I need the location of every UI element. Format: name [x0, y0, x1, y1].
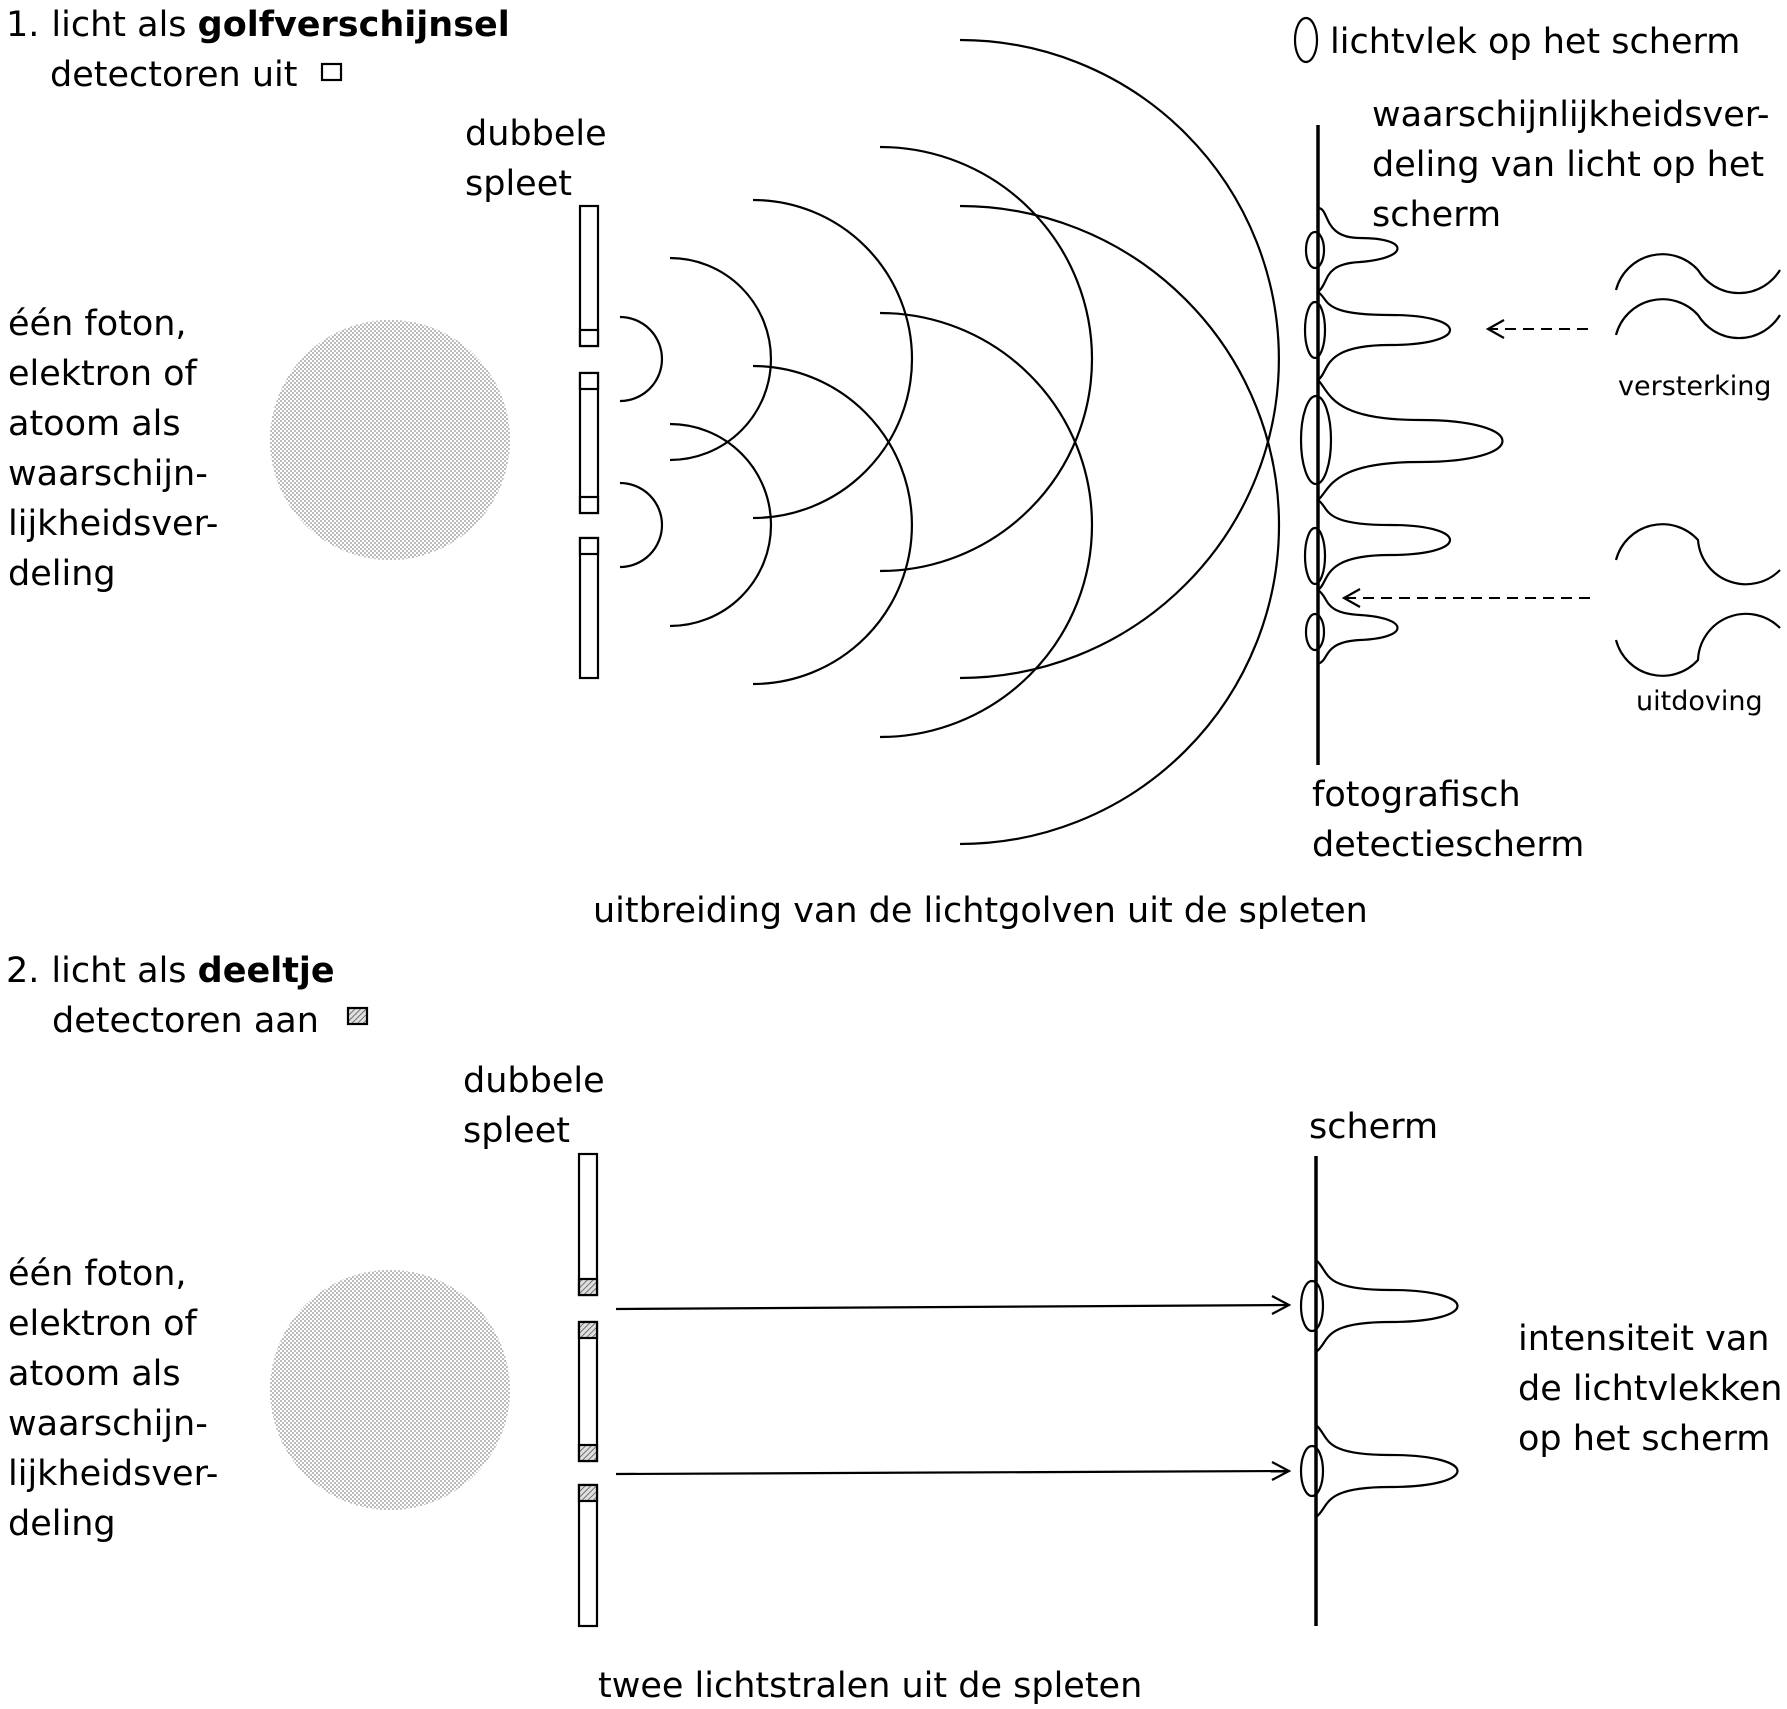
distribution-label: scherm: [1372, 195, 1501, 235]
detector-off-icon: [578, 536, 600, 556]
extinction-indicator: uitdoving: [1341, 523, 1781, 717]
section1-caption: uitbreiding van de lichtgolven uit de sp…: [593, 891, 1368, 931]
section2-detectors-label: detectoren aan: [52, 1001, 319, 1041]
detector-on-icon: [577, 1320, 599, 1340]
slit-wall: [577, 1152, 599, 1297]
section1-detectors-label: detectoren uit: [50, 55, 297, 95]
amplification-label: versterking: [1618, 371, 1771, 402]
source-line: elektron of: [8, 354, 198, 394]
section1-title-bold: golfverschijnsel: [198, 5, 510, 45]
section1-source-label: één foton, elektron of atoom als waarsch…: [8, 304, 218, 594]
source-line: één foton,: [8, 1254, 187, 1294]
light-spot-icon: [1293, 16, 1319, 64]
detector-off-icon: [578, 495, 600, 515]
extinction-label: uitdoving: [1636, 686, 1763, 717]
source-line: één foton,: [8, 304, 187, 344]
section1-heading: 1. licht als golfverschijnsel: [6, 5, 510, 45]
slit-wall: [578, 536, 600, 680]
arrow-icon: [1271, 1461, 1292, 1481]
probability-cloud: [270, 1270, 510, 1510]
source-line: atoom als: [8, 404, 181, 444]
double-slit: [578, 204, 600, 680]
distribution-label: deling van licht op het: [1372, 145, 1764, 185]
section2-source-label: één foton, elektron of atoom als waarsch…: [8, 1254, 218, 1544]
light-spot-icon: [1299, 1444, 1325, 1498]
light-spot-icon: [1304, 612, 1326, 652]
source-line: atoom als: [8, 1354, 181, 1394]
source-line: lijkheidsver-: [8, 504, 218, 544]
arrow-icon: [1271, 1295, 1292, 1315]
section2-title-bold: deeltje: [198, 951, 335, 991]
slit-label: spleet: [463, 1111, 570, 1151]
double-slit: [577, 1152, 599, 1628]
detector-off-icon: [578, 328, 600, 348]
source-line: waarschijn-: [8, 1404, 208, 1444]
ray: [615, 1469, 1289, 1476]
intensity-profile: [1315, 1259, 1459, 1518]
detector-off-icon: [578, 371, 600, 391]
section2-heading: 2. licht als deeltje: [6, 951, 335, 991]
detector-on-icon: [577, 1277, 599, 1297]
section2-number: 2.: [6, 951, 39, 991]
intensity-label: op het scherm: [1518, 1419, 1770, 1459]
screen-label: fotografisch: [1312, 775, 1521, 815]
wavefronts-slit-1: [619, 38, 1281, 680]
screen-label: detectiescherm: [1312, 825, 1584, 865]
light-spot-icon: [1299, 1279, 1325, 1333]
section2-title-prefix: licht als: [51, 951, 197, 991]
detector-on-icon: [577, 1483, 599, 1503]
detector-on-icon: [346, 1006, 369, 1026]
section1-number: 1.: [6, 5, 39, 45]
light-spot-icon: [1299, 394, 1333, 486]
distribution-label: waarschijnlijkheidsver-: [1372, 95, 1770, 135]
section2-caption: twee lichtstralen uit de spleten: [598, 1666, 1142, 1706]
intensity-label: de lichtvlekken: [1518, 1369, 1782, 1409]
source-line: deling: [8, 554, 116, 594]
section1-title-prefix: licht als: [51, 5, 197, 45]
light-spot-icon: [1303, 526, 1327, 586]
probability-distribution: [1316, 206, 1504, 666]
slit-wall: [577, 1483, 599, 1628]
screen-label: scherm: [1309, 1107, 1438, 1147]
intensity-label: intensiteit van: [1518, 1319, 1769, 1359]
source-line: waarschijn-: [8, 454, 208, 494]
source-line: elektron of: [8, 1304, 198, 1344]
wavefronts-slit-2: [619, 204, 1281, 846]
detector-off-icon: [320, 62, 343, 82]
light-rays: [615, 1295, 1292, 1481]
slit-label: dubbele: [465, 114, 607, 154]
amplification-indicator: versterking: [1485, 253, 1781, 402]
section-wave: 1. licht als golfverschijnsel detectoren …: [6, 5, 1781, 931]
source-line: lijkheidsver-: [8, 1454, 218, 1494]
spot-legend-label: lichtvlek op het scherm: [1330, 22, 1740, 62]
slit-label: dubbele: [463, 1061, 605, 1101]
detector-on-icon: [577, 1443, 599, 1463]
source-line: deling: [8, 1504, 116, 1544]
probability-cloud: [270, 320, 510, 560]
light-spot-icon: [1304, 230, 1326, 270]
light-spot-icon: [1303, 300, 1327, 360]
slit-wall: [578, 204, 600, 348]
section-particle: 2. licht als deeltje detectoren aan één f…: [6, 951, 1782, 1706]
ray: [615, 1303, 1289, 1311]
slit-label: spleet: [465, 164, 572, 204]
slit-wall: [577, 1320, 599, 1463]
slit-wall: [578, 371, 600, 515]
